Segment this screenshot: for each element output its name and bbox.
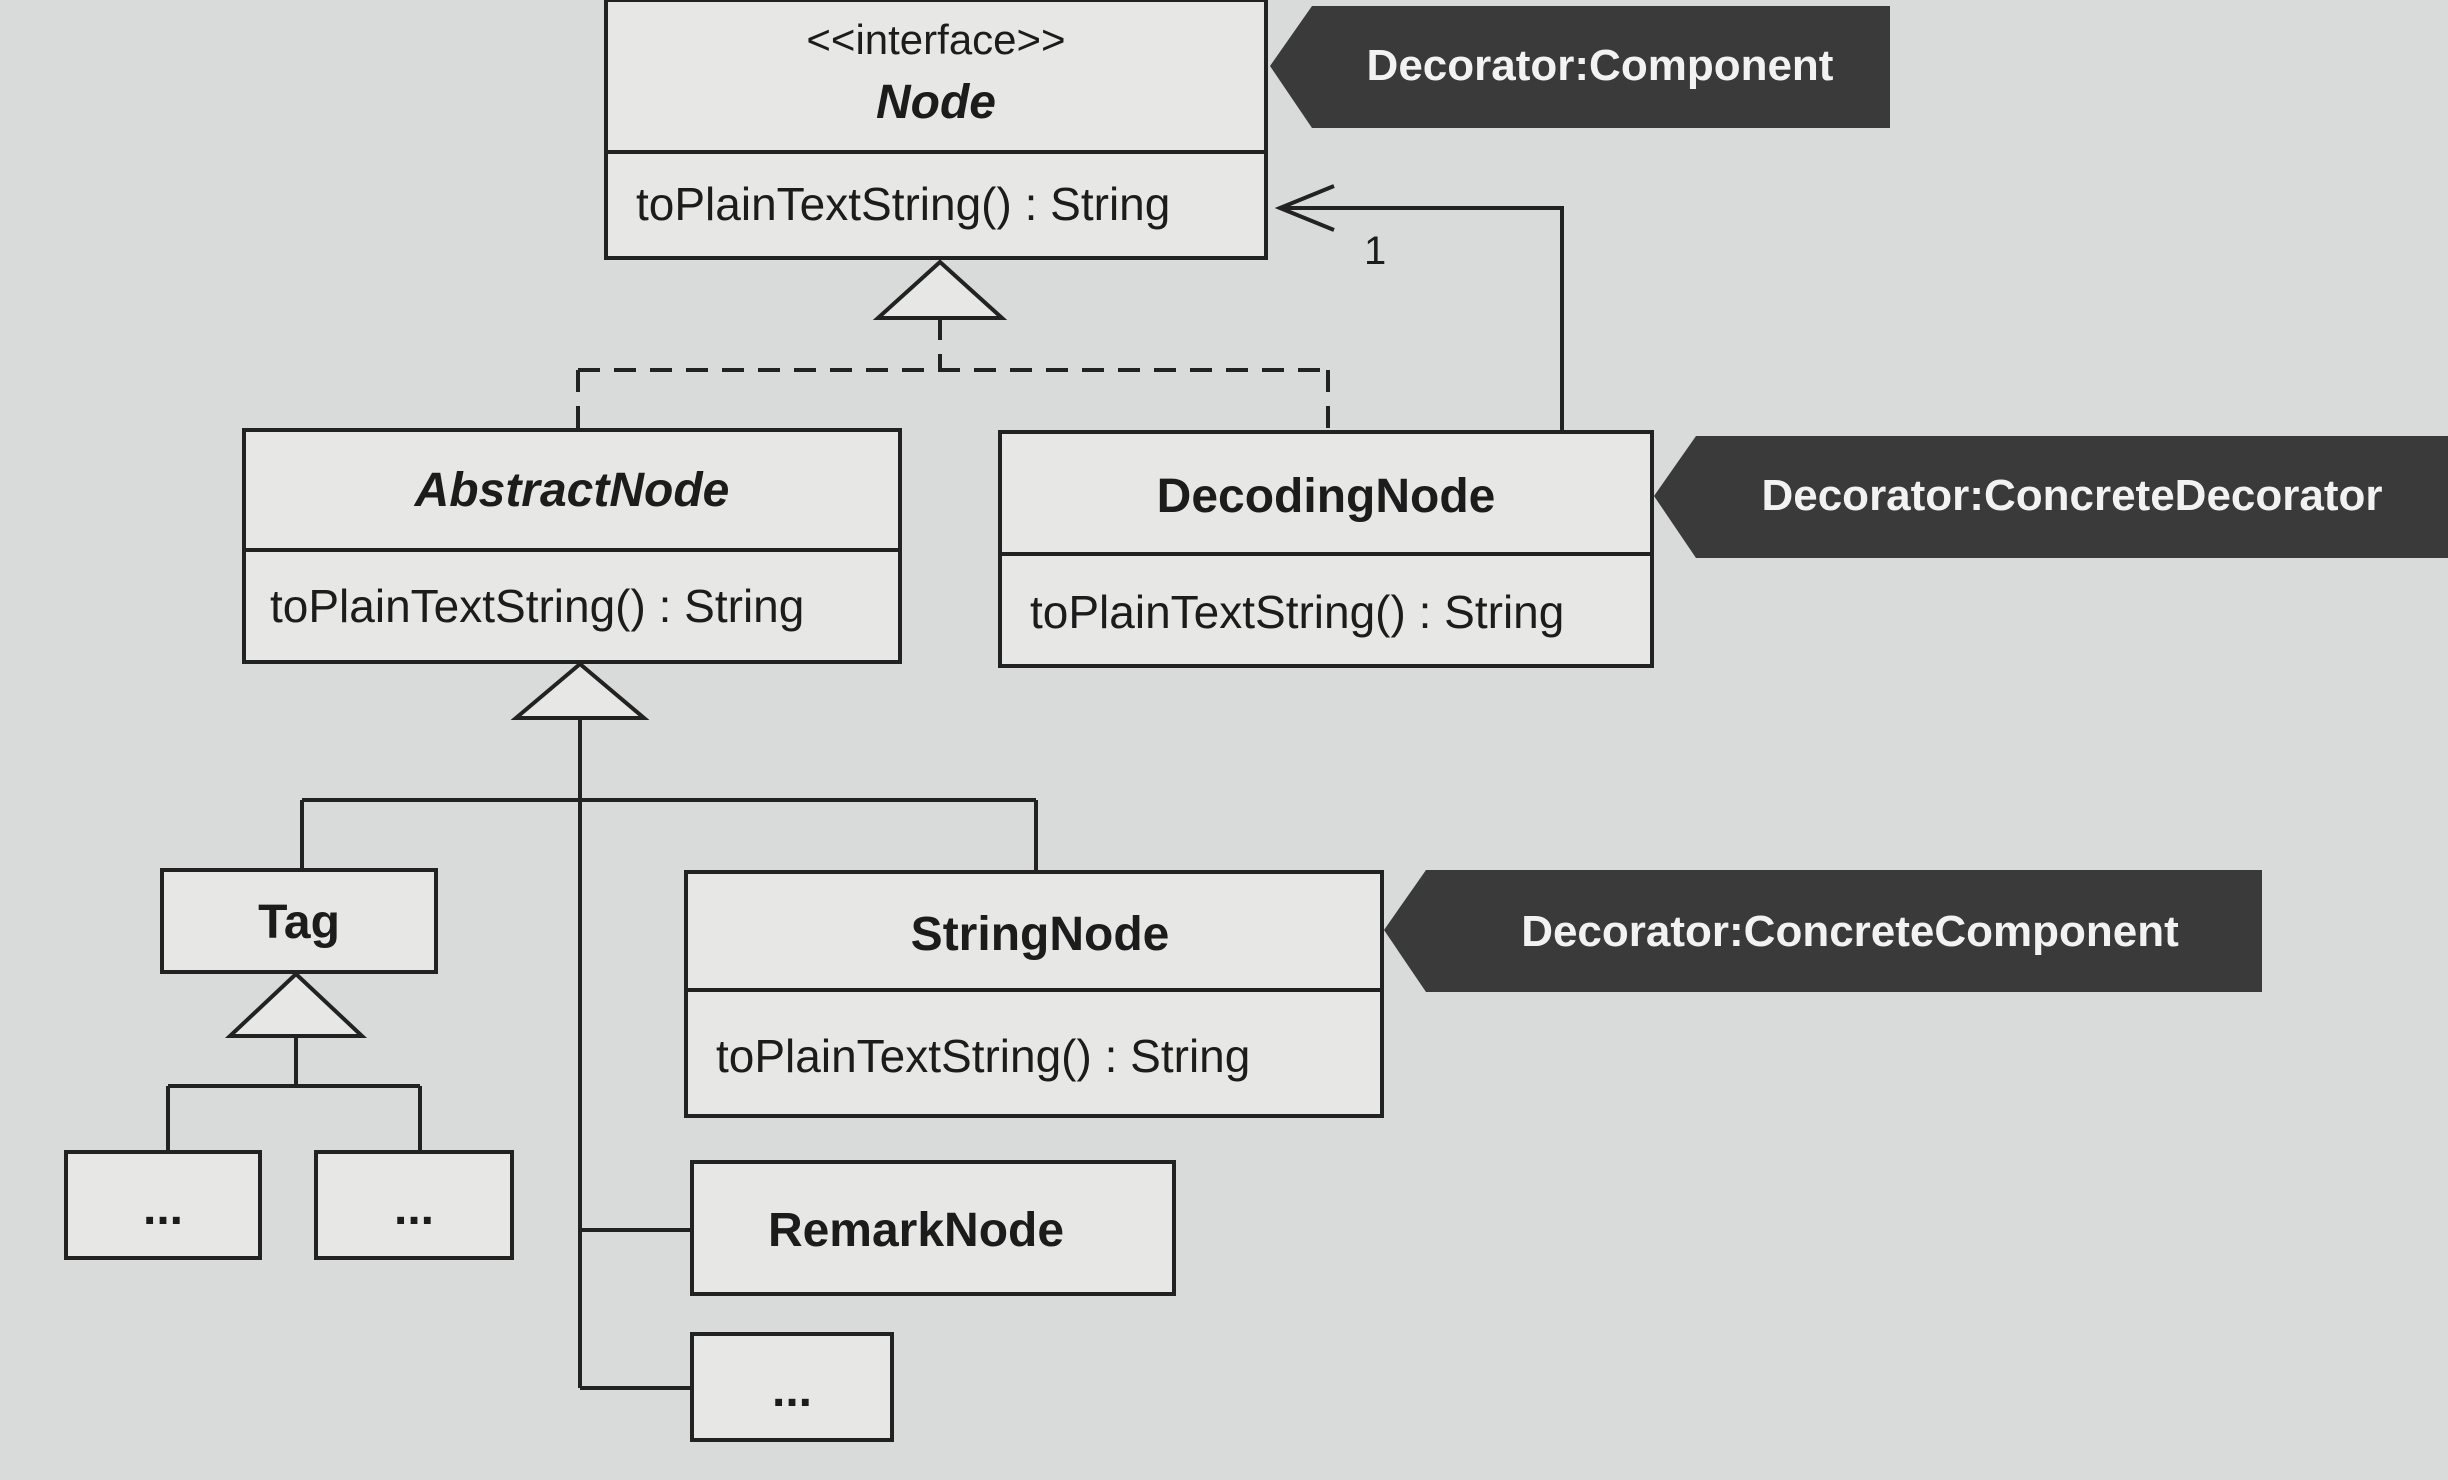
tag-subclass-2: ... xyxy=(314,1150,514,1260)
realization-lines xyxy=(576,318,1330,432)
generalization-arrowhead-tag xyxy=(224,971,368,1038)
tag-subclass-2-label: ... xyxy=(394,1182,434,1235)
string-node-method: toPlainTextString() : String xyxy=(716,1030,1250,1082)
node-interface-class: <<interface>> Node toPlainTextString() :… xyxy=(604,0,1268,260)
role-tag-concrete-component-label: Decorator:ConcreteComponent xyxy=(1521,907,2179,956)
role-tag-component: Decorator:Component xyxy=(1270,6,1890,128)
decoding-node-class-name: DecodingNode xyxy=(1157,470,1496,523)
remark-node-class: RemarkNode xyxy=(690,1160,1176,1296)
generalization-lines-abstract xyxy=(300,718,1038,1390)
tag-subclass-1-label: ... xyxy=(143,1182,183,1235)
string-node-class-name: StringNode xyxy=(911,908,1170,961)
generalization-arrowhead-abstract xyxy=(510,661,650,720)
abstract-node-class-name: AbstractNode xyxy=(414,464,730,517)
association-decoding-to-node: 1 xyxy=(1274,184,1564,432)
node-method: toPlainTextString() : String xyxy=(636,178,1170,230)
tag-subclass-1: ... xyxy=(64,1150,262,1260)
association-multiplicity: 1 xyxy=(1364,229,1386,273)
role-tag-component-label: Decorator:Component xyxy=(1367,41,1834,90)
generalization-lines-tag xyxy=(166,1036,422,1152)
role-tag-concrete-decorator-label: Decorator:ConcreteDecorator xyxy=(1761,471,2382,520)
abstract-node-class: AbstractNode toPlainTextString() : Strin… xyxy=(242,428,902,664)
abstract-node-subclass-placeholder: ... xyxy=(690,1332,894,1442)
decoding-node-method: toPlainTextString() : String xyxy=(1030,586,1564,638)
role-tag-concrete-decorator: Decorator:ConcreteDecorator xyxy=(1654,436,2448,558)
decoding-node-class: DecodingNode toPlainTextString() : Strin… xyxy=(998,430,1654,668)
role-tag-concrete-component: Decorator:ConcreteComponent xyxy=(1384,870,2262,992)
string-node-class: StringNode toPlainTextString() : String xyxy=(684,870,1384,1118)
node-class-name: Node xyxy=(876,76,996,129)
abstract-node-subclass-label: ... xyxy=(772,1364,812,1417)
remark-node-class-name: RemarkNode xyxy=(768,1204,1064,1257)
node-stereotype: <<interface>> xyxy=(806,16,1065,63)
realization-arrowhead xyxy=(872,259,1008,320)
tag-class: Tag xyxy=(160,868,438,974)
abstract-node-method: toPlainTextString() : String xyxy=(270,580,804,632)
tag-class-name: Tag xyxy=(258,896,340,949)
